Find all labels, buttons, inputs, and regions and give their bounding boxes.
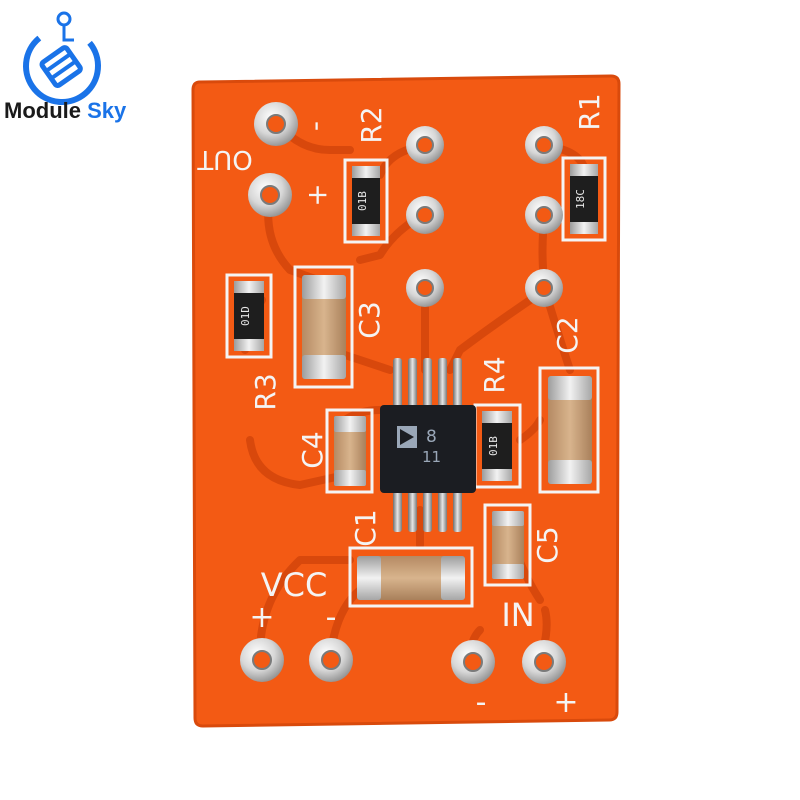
label-out-minus: - <box>302 121 335 131</box>
pad-r1-mid <box>525 196 563 234</box>
label-c3: C3 <box>353 301 386 338</box>
label-r2: R2 <box>355 106 388 143</box>
resistor-r1: 18C <box>570 164 598 234</box>
label-c5: C5 <box>531 526 564 563</box>
r3-marking: 01D <box>239 306 252 326</box>
c3-outline <box>293 265 354 389</box>
pad-out-minus <box>254 102 298 146</box>
label-in-minus: - <box>476 685 487 720</box>
pad-in-plus <box>522 640 566 684</box>
ic-bottom-pins <box>393 482 462 532</box>
capacitor-c1 <box>357 556 465 600</box>
label-r3: R3 <box>249 373 282 410</box>
pad-r2-top <box>406 126 444 164</box>
c4-outline <box>325 408 374 494</box>
silkscreen-labels: OUT - + R2 R1 R3 C3 C2 R4 C4 C1 C5 VCC +… <box>197 93 606 720</box>
brand-name: Module Sky <box>4 98 126 124</box>
r3-outline <box>225 273 273 359</box>
brand-name-part2: Sky <box>87 98 127 123</box>
pad-out-plus <box>248 173 292 217</box>
r4-marking: 01B <box>487 436 500 456</box>
r1-outline <box>561 156 607 242</box>
pad-r1-top <box>525 126 563 164</box>
label-in-plus: + <box>553 685 578 720</box>
r2-outline <box>343 158 389 244</box>
c5-outline <box>483 503 532 587</box>
pad-in-minus <box>451 640 495 684</box>
brand-name-part1: Module <box>4 98 81 123</box>
resistor-r2: 01B <box>352 166 380 236</box>
resistor-r3: 01D <box>234 281 264 351</box>
through-hole-pads <box>240 102 566 684</box>
pad-r1-bottom <box>525 269 563 307</box>
capacitor-c3 <box>302 275 346 379</box>
r2-marking: 01B <box>356 191 369 211</box>
circuit-globe-icon <box>23 11 101 105</box>
resistor-r4: 01B <box>482 411 512 481</box>
label-vcc-minus: - <box>326 600 337 635</box>
label-c1: C1 <box>349 509 382 546</box>
capacitor-c2 <box>548 376 592 484</box>
c1-outline <box>348 546 474 608</box>
chip-marking-line2: 11 <box>422 448 441 466</box>
label-c2: C2 <box>551 316 584 353</box>
ic-chip: 8 11 <box>380 358 476 532</box>
pad-vcc-minus <box>309 638 353 682</box>
c2-outline <box>538 366 600 494</box>
label-in: IN <box>501 596 534 634</box>
capacitor-c5 <box>492 511 524 579</box>
ic-top-pins <box>393 358 462 408</box>
pad-r2-mid <box>406 196 444 234</box>
label-vcc-plus: + <box>249 600 274 635</box>
pad-vcc-plus <box>240 638 284 682</box>
label-r1: R1 <box>573 93 606 130</box>
analog-devices-triangle-icon <box>397 426 417 448</box>
label-out: OUT <box>197 144 252 174</box>
r1-marking: 18C <box>574 189 587 209</box>
label-r4: R4 <box>478 356 511 393</box>
pad-r2-bottom <box>406 269 444 307</box>
label-out-plus: + <box>302 183 335 206</box>
module-sky-logo <box>23 11 101 105</box>
label-vcc: VCC <box>261 566 328 604</box>
label-c4: C4 <box>296 431 329 468</box>
capacitor-c4 <box>334 416 366 486</box>
chip-marking-line1: 8 <box>426 427 437 447</box>
